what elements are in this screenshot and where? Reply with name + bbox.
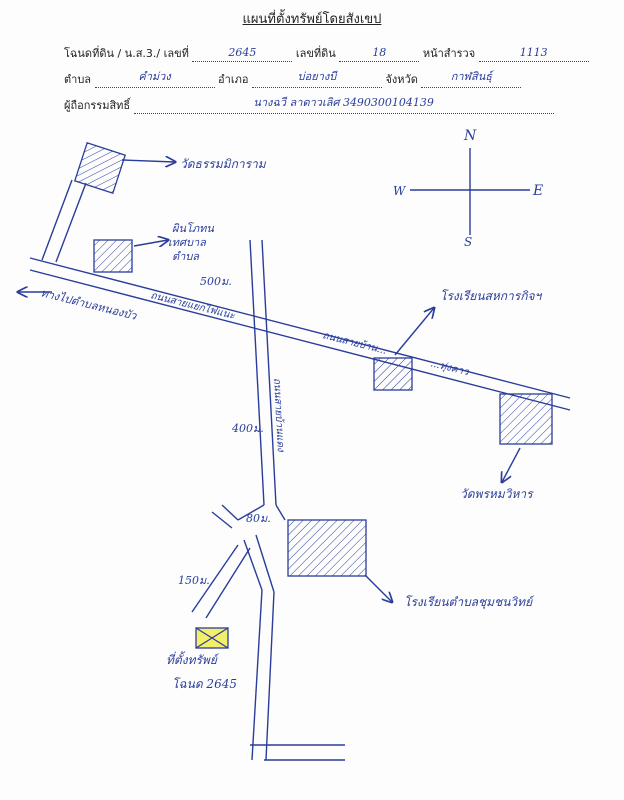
- road-to-temple-edge: [55, 182, 87, 263]
- label-community-school: โรงเรียนตำบลชุมชนวิทย์: [404, 595, 535, 610]
- road-to-temple: [41, 179, 73, 261]
- district-label: อำเภอ: [218, 73, 249, 86]
- deed-value: 2645: [228, 46, 257, 59]
- survey-page-label: หน้าสำรวจ: [422, 47, 476, 60]
- temple2-building: [499, 393, 553, 445]
- label-road-top-left: ถนนสายแยกไฟแนะ: [149, 289, 236, 322]
- compass-north: N: [463, 128, 477, 144]
- road-to-property-edge: [205, 547, 251, 619]
- road-to-property: [191, 544, 239, 613]
- label-temple2: วัดพรหมวิหาร: [460, 487, 534, 501]
- main-road-bottom: [29, 269, 571, 411]
- label-temple: วัดธรรมมิการาม: [180, 157, 267, 171]
- label-dist-400: 400ม.: [231, 422, 264, 435]
- deed-label: โฉนดที่ดิน / น.ส.3./ เลขที่: [64, 47, 189, 60]
- land-no-label: เลขที่ดิน: [295, 47, 336, 60]
- label-road-east: ถนนสายบ้าน...: [321, 329, 388, 357]
- school-building: [373, 357, 413, 391]
- owner-value: นางฉวี ลาดาวเลิศ 3490300104139: [253, 96, 434, 109]
- compass-west: W: [393, 184, 407, 198]
- lower-road-right: [265, 591, 275, 761]
- label-to-nongbua: ทางไปตำบลหนองบัว: [39, 286, 138, 323]
- label-tambon-1: ผินโภทน: [172, 222, 214, 235]
- owner-row: ผู้ถือกรรมสิทธิ์ นางฉวี ลาดาวเลิศ 349030…: [64, 96, 554, 114]
- lower-road-left: [251, 589, 263, 761]
- label-road-vertical: ถนนสายบ้านแดง: [271, 378, 287, 454]
- temple-building: [73, 141, 127, 195]
- compass-east: E: [532, 183, 543, 199]
- tambon-office-building: [93, 239, 133, 273]
- page-title: แผนที่ตั้งทรัพย์โดยสังเขป: [242, 12, 382, 27]
- land-no-value: 18: [372, 46, 387, 59]
- district-value: บ่อยางบี: [297, 70, 337, 83]
- vertical-road-right: [261, 239, 277, 506]
- province-value: กาฬสินธุ์: [450, 70, 492, 83]
- compass-south: S: [464, 235, 472, 249]
- survey-page-value: 1113: [519, 46, 548, 59]
- label-dist-500: 500ม.: [200, 275, 232, 288]
- main-road-top: [29, 257, 571, 399]
- label-property-1: ที่ตั้งทรัพย์: [166, 651, 220, 667]
- province-label: จังหวัด: [385, 73, 418, 86]
- label-dist-80: 80ม.: [246, 512, 271, 525]
- label-school: โรงเรียนสหการกิจฯ: [440, 289, 543, 303]
- label-tambon-3: ตำบล: [172, 250, 200, 263]
- deed-row: โฉนดที่ดิน / น.ส.3./ เลขที่ 2645 เลขที่ด…: [64, 44, 589, 62]
- owner-label: ผู้ถือกรรมสิทธิ์: [64, 99, 131, 112]
- subdistrict-label: ตำบล: [64, 73, 92, 86]
- label-tambon-2: เทศบาล: [168, 236, 207, 249]
- label-property-2: โฉนด 2645: [172, 677, 237, 691]
- location-row: ตำบล คำม่วง อำเภอ บ่อยางบี จังหวัด กาฬสิ…: [64, 70, 522, 88]
- vertical-road-left: [249, 239, 265, 506]
- community-school-building: [287, 519, 367, 577]
- subdistrict-value: คำม่วง: [138, 70, 171, 83]
- label-dist-150: 150ม.: [178, 574, 210, 587]
